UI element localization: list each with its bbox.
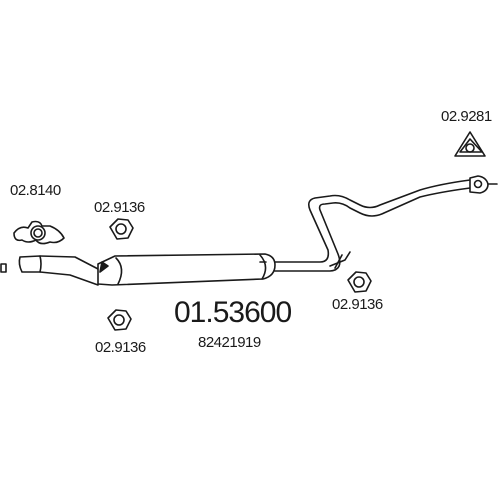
clamp-upper-left-icon: [109, 218, 134, 240]
front-pipe: [0, 255, 101, 286]
tail-pipe: [274, 179, 471, 272]
label-clamp-right: 02.9136: [332, 296, 383, 313]
label-gasket-front: 02.8140: [10, 182, 61, 199]
rear-flange: [469, 175, 498, 194]
label-clamp-lower-left: 02.9136: [95, 339, 146, 356]
gasket-rear-icon: [454, 131, 486, 157]
gasket-front-icon: [13, 220, 65, 245]
clamp-right-icon: [347, 271, 372, 293]
label-gasket-rear: 02.9281: [441, 108, 492, 125]
clamp-lower-left-icon: [107, 309, 132, 331]
part-number: 01.53600: [174, 296, 292, 329]
muffler: [97, 253, 276, 286]
label-clamp-upper-left: 02.9136: [94, 199, 145, 216]
oem-number: 82421919: [198, 334, 261, 351]
